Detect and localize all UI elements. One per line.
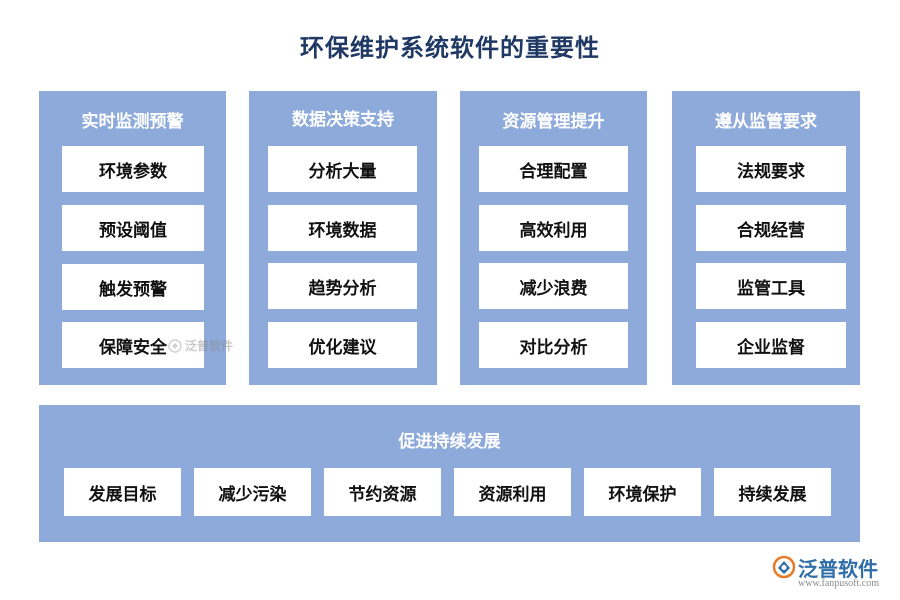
panel-item: 环境参数 [62, 146, 204, 192]
bottom-item: 节约资源 [324, 468, 441, 516]
panel-item: 趋势分析 [268, 263, 417, 309]
panel-item: 保障安全 [62, 322, 204, 368]
bottom-item: 资源利用 [454, 468, 571, 516]
watermark: 泛普软件 [168, 337, 233, 354]
panel-item: 环境数据 [268, 205, 417, 251]
fanpu-watermark-icon [168, 338, 182, 353]
panel-title: 资源管理提升 [502, 112, 605, 132]
panel-item: 减少浪费 [479, 263, 628, 309]
panel-title: 实时监测预警 [81, 112, 184, 132]
panel-title: 数据决策支持 [292, 110, 394, 130]
bottom-item: 持续发展 [714, 468, 831, 516]
page-title: 环保维护系统软件的重要性 [300, 34, 600, 62]
logo-text: 泛普软件 [798, 557, 878, 581]
panel-regulatory-compliance: 遵从监管要求 法规要求 合规经营 监管工具 企业监督 [672, 91, 860, 385]
panel-item: 触发预警 [62, 264, 204, 310]
logo-url: www.fanpusoft.com [798, 578, 880, 589]
panel-data-decision: 数据决策支持 分析大量 环境数据 趋势分析 优化建议 [249, 91, 437, 385]
bottom-item: 环境保护 [584, 468, 701, 516]
watermark-text: 泛普软件 [185, 339, 234, 353]
panel-item: 优化建议 [268, 322, 417, 368]
panel-item: 合理配置 [479, 146, 628, 192]
panel-title: 遵从监管要求 [715, 112, 817, 132]
panel-item: 分析大量 [268, 146, 417, 192]
panel-item: 监管工具 [696, 263, 846, 309]
fanpu-logo-icon [772, 555, 796, 579]
bottom-item: 减少污染 [194, 468, 311, 516]
panel-item: 对比分析 [479, 322, 628, 368]
brand-logo: 泛普软件 www.fanpusoft.com [770, 551, 892, 595]
panel-item: 企业监督 [696, 322, 846, 368]
panel-item: 高效利用 [479, 205, 628, 251]
panel-item: 预设阈值 [62, 205, 204, 251]
panel-resource-management: 资源管理提升 合理配置 高效利用 减少浪费 对比分析 [460, 91, 647, 385]
panel-title: 促进持续发展 [398, 432, 501, 452]
panel-sustainable-development: 促进持续发展 发展目标 减少污染 节约资源 资源利用 环境保护 持续发展 [39, 405, 860, 542]
panel-realtime-monitoring: 实时监测预警 环境参数 预设阈值 触发预警 保障安全 [39, 91, 226, 385]
panel-item: 合规经营 [696, 205, 846, 251]
bottom-item: 发展目标 [64, 468, 181, 516]
panel-item: 法规要求 [696, 146, 846, 192]
